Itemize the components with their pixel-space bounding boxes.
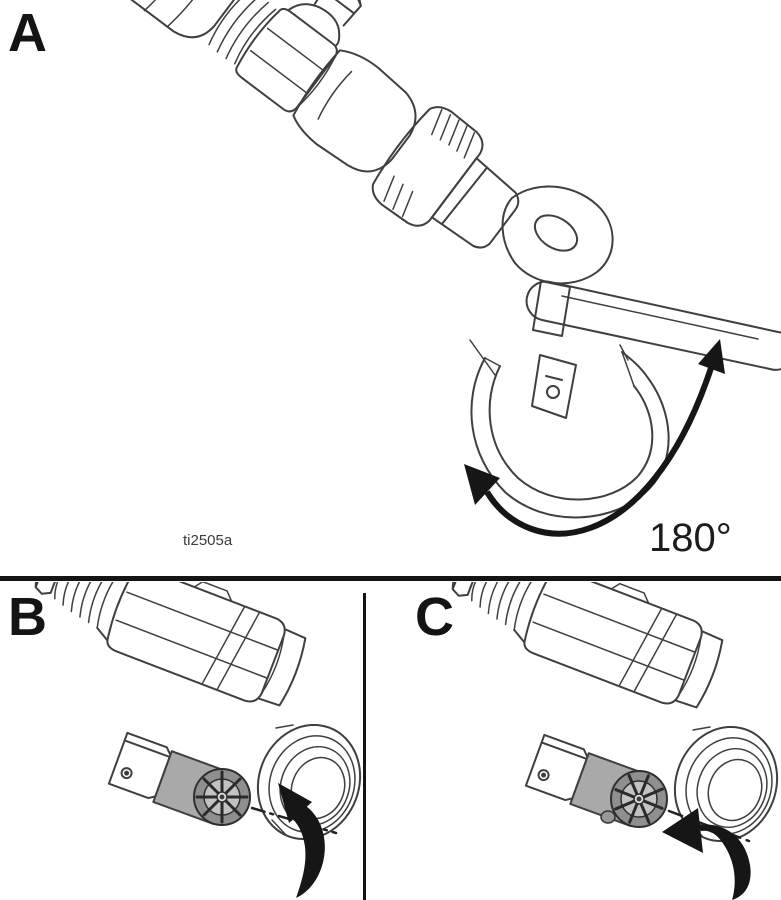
panel-b-label: B (8, 587, 47, 647)
gun-head (430, 157, 520, 249)
valve-cap (288, 0, 362, 47)
spray-gun-illustration (108, 0, 781, 537)
horizontal-divider (0, 576, 781, 581)
trigger-guard-loop (469, 339, 670, 519)
swivel-hex-nut (235, 7, 338, 113)
knurled-collar (371, 106, 484, 227)
flip-handle (525, 280, 781, 371)
drawing-id-caption: ti2505a (183, 532, 233, 549)
panel-a: A ti2505a 180° (8, 0, 781, 560)
trigger-lock-plate (501, 185, 614, 285)
panel-c-label: C (415, 587, 454, 647)
vertical-divider (363, 593, 366, 900)
thread-rings (208, 0, 277, 65)
rotation-arc-arrow-180 (464, 339, 725, 537)
valve-stem (532, 280, 571, 337)
rotation-angle-label: 180° (649, 516, 732, 560)
strain-relief-nut (108, 0, 241, 39)
spray-tip-face (610, 770, 668, 828)
spray-tip-face (193, 768, 251, 826)
valve-tip-illustration-c (451, 582, 779, 900)
trigger (531, 354, 577, 419)
tip-side-hole (600, 810, 616, 824)
valve-tip-illustration-b (34, 582, 362, 898)
panel-a-label: A (8, 3, 47, 63)
panel-c: C (367, 582, 781, 900)
valve-body (292, 49, 417, 173)
tip-rotation-arrow-counterclockwise (662, 808, 751, 900)
panel-b: B (0, 582, 364, 900)
valve-fitting (451, 582, 724, 709)
valve-fitting (34, 582, 307, 707)
tip-rotation-arrow-clockwise (278, 783, 325, 898)
